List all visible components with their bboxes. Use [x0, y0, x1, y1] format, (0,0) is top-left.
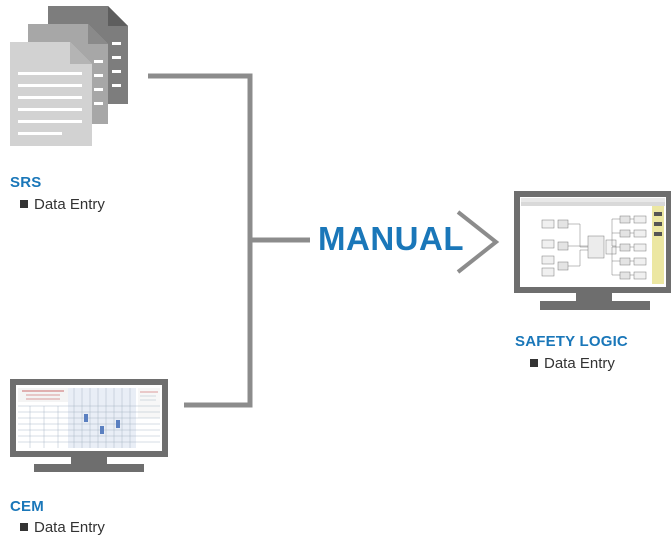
cem-title: CEM [10, 498, 44, 515]
bullet-square-icon [530, 359, 538, 367]
safety-logic-item: Data Entry [530, 355, 615, 372]
cem-item: Data Entry [20, 519, 105, 536]
cem-item-label: Data Entry [34, 519, 105, 536]
safety-logic-item-label: Data Entry [544, 355, 615, 372]
srs-title: SRS [10, 174, 42, 191]
logic-screen [521, 198, 665, 284]
arrow-chevron-icon [456, 210, 500, 274]
srs-item-label: Data Entry [34, 196, 105, 213]
connector-lines [148, 73, 310, 408]
srs-item: Data Entry [20, 196, 105, 213]
monitor-cem-icon [10, 379, 168, 472]
bullet-square-icon [20, 200, 28, 208]
bullet-square-icon [20, 523, 28, 531]
monitor-logic-icon [514, 191, 671, 310]
documents-icon [10, 6, 128, 146]
cem-spreadsheet [18, 388, 160, 448]
safety-logic-title: SAFETY LOGIC [515, 333, 628, 350]
connector-srs [148, 73, 253, 408]
manual-label: MANUAL [318, 220, 464, 257]
